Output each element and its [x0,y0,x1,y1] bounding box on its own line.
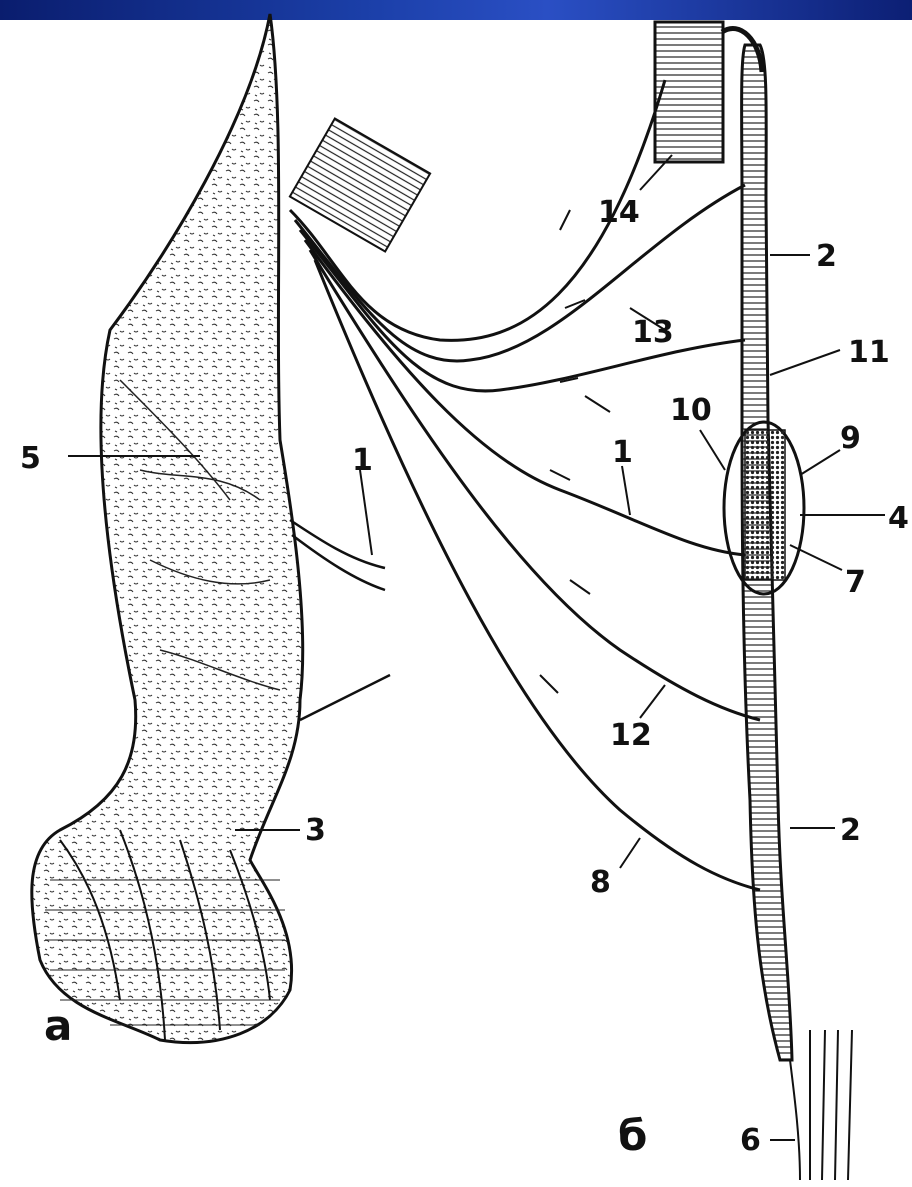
nerve-trunk [290,119,430,252]
label-10: 10 [670,393,712,428]
label-5: 5 [20,441,41,476]
label-8: 8 [590,865,611,900]
panel-b-letter: б [618,1111,647,1160]
label-12: 12 [610,718,652,753]
label-9: 9 [840,421,861,456]
label-6: 6 [740,1123,761,1158]
label-1-b: 1 [612,435,633,470]
label-3: 3 [305,813,326,848]
label-14: 14 [598,195,640,230]
label-11: 11 [848,335,890,370]
label-4: 4 [888,501,909,536]
label-7: 7 [845,565,866,600]
panel-a-letter: а [44,1001,72,1050]
extrafusal-fiber-top [655,22,723,162]
label-2-top: 2 [816,239,837,274]
label-1-a: 1 [352,443,373,478]
label-13: 13 [632,315,674,350]
nuclear-bag [745,430,785,580]
label-2-bottom: 2 [840,813,861,848]
